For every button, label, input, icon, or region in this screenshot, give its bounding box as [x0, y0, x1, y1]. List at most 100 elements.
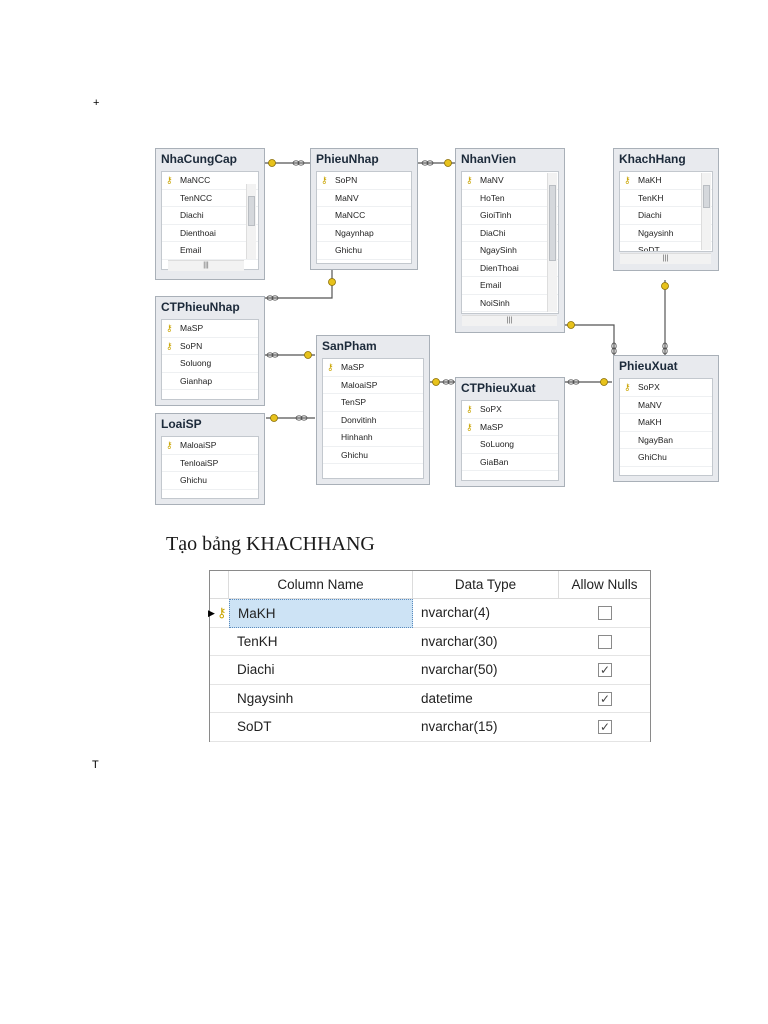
allow-nulls-checkbox[interactable]: ✓ — [598, 720, 612, 734]
column-row[interactable]: ⚷SoPX — [620, 379, 712, 397]
horizontal-scrollbar[interactable]: ||| — [168, 260, 244, 271]
primary-key-icon: ⚷ — [166, 440, 173, 450]
column-row[interactable]: TenNCC — [162, 190, 258, 207]
column-row[interactable]: DienThoai — [462, 260, 558, 277]
vertical-scrollbar[interactable] — [701, 173, 711, 250]
vertical-scrollbar[interactable] — [547, 173, 557, 312]
column-row[interactable]: CMND — [462, 312, 558, 313]
column-row[interactable]: Email — [462, 277, 558, 295]
column-row[interactable]: ⚷MaKH — [620, 172, 712, 190]
key-end-icon — [444, 159, 452, 167]
column-row[interactable]: MaloaiSP — [323, 377, 423, 394]
data-type-cell[interactable]: nvarchar(4) — [413, 599, 559, 628]
key-end-icon — [661, 282, 669, 290]
allow-nulls-checkbox[interactable]: ✓ — [598, 691, 612, 706]
rel-ctphieunhap-phieunhap — [264, 270, 333, 299]
column-label: MaSP — [341, 362, 365, 372]
data-type-cell[interactable]: datetime — [413, 685, 559, 713]
data-type-cell[interactable]: nvarchar(50) — [413, 656, 559, 685]
column-label: SoPX — [638, 382, 660, 392]
column-row[interactable]: MaKH — [620, 414, 712, 432]
column-row[interactable]: Email — [162, 242, 258, 260]
row-selector[interactable] — [210, 713, 229, 742]
column-row[interactable]: MaNV — [317, 190, 411, 207]
allow-nulls-checkbox[interactable]: ✓ — [598, 663, 612, 677]
column-label: Ngaynhap — [335, 227, 374, 238]
column-name-cell[interactable]: MaKH — [229, 599, 413, 628]
table-title: SanPham — [322, 339, 377, 353]
key-end-icon — [304, 351, 312, 359]
column-name-cell[interactable]: Ngaysinh — [229, 685, 413, 713]
column-row[interactable]: DiaChi — [462, 225, 558, 242]
column-row[interactable]: ⚷SoPX — [462, 401, 558, 419]
column-row[interactable]: ⚷MaNV — [462, 172, 558, 190]
column-row[interactable]: MaNV — [620, 397, 712, 414]
column-row[interactable]: GiaBan — [462, 454, 558, 471]
data-type-cell[interactable]: nvarchar(15) — [413, 713, 559, 742]
column-row[interactable]: ⚷MaNCC — [162, 172, 258, 190]
row-selector[interactable] — [210, 656, 229, 685]
column-label: Ghichu — [180, 475, 207, 485]
allow-nulls-checkbox[interactable] — [598, 634, 612, 649]
column-row[interactable]: TenloaiSP — [162, 455, 258, 472]
horizontal-scrollbar[interactable]: ||| — [462, 315, 557, 326]
column-row[interactable]: Diachi — [162, 207, 258, 225]
column-row[interactable]: TenSP — [323, 394, 423, 412]
column-row[interactable]: Soluong — [162, 355, 258, 373]
column-name-cell[interactable]: Diachi — [229, 656, 413, 685]
column-row[interactable]: GhiChu — [620, 449, 712, 467]
column-row[interactable]: GioiTinh — [462, 207, 558, 225]
column-row[interactable]: NgayBan — [620, 432, 712, 449]
column-row[interactable]: Ngaynhap — [317, 225, 411, 242]
data-type-header[interactable]: Data Type — [413, 571, 559, 599]
column-row[interactable]: Ngaysinh — [620, 225, 712, 242]
column-row[interactable]: Ghichu — [317, 242, 411, 260]
column-row[interactable]: NoiSinh — [462, 295, 558, 312]
row-selector[interactable] — [210, 685, 229, 713]
column-row[interactable]: HoTen — [462, 190, 558, 207]
column-label: TenNCC — [180, 192, 213, 203]
column-row[interactable]: ⚷SoPN — [317, 172, 411, 190]
column-name-cell[interactable]: SoDT — [229, 713, 413, 742]
row-selector[interactable]: ▶⚷ — [208, 599, 229, 628]
allow-nulls-checkbox[interactable] — [598, 606, 612, 620]
column-row[interactable]: ⚷MaSP — [462, 419, 558, 436]
column-row[interactable]: NgaySinh — [462, 242, 558, 260]
vertical-scrollbar[interactable] — [246, 184, 256, 259]
primary-key-icon: ⚷ — [327, 362, 334, 372]
column-row[interactable]: ⚷MaSP — [162, 320, 258, 338]
column-row[interactable]: MaNCC — [317, 207, 411, 225]
primary-key-icon: ⚷ — [466, 404, 473, 414]
row-selector[interactable] — [210, 628, 229, 656]
column-row[interactable]: Hinhanh — [323, 429, 423, 447]
column-row[interactable]: ⚷MaloaiSP — [162, 437, 258, 455]
column-row[interactable]: SoLuong — [462, 436, 558, 454]
data-type-cell[interactable]: nvarchar(30) — [413, 628, 559, 656]
column-row[interactable]: ⚷ MaSP — [323, 359, 423, 377]
column-row[interactable]: Dienthoai — [162, 225, 258, 242]
column-row[interactable]: Diachi — [620, 207, 712, 225]
horizontal-scrollbar[interactable]: ||| — [620, 253, 711, 264]
column-row[interactable]: SoDT — [620, 242, 712, 251]
column-row[interactable]: Ghichu — [162, 472, 258, 490]
column-row[interactable]: Gianhap — [162, 373, 258, 390]
primary-key-icon: ⚷ — [466, 175, 473, 185]
column-label: MaSP — [180, 323, 204, 333]
column-name-header[interactable]: Column Name — [229, 571, 413, 599]
allow-nulls-header[interactable]: Allow Nulls — [559, 571, 650, 599]
column-row[interactable]: Ghichu — [323, 447, 423, 464]
column-row[interactable]: TenKH — [620, 190, 712, 207]
column-name-cell[interactable]: TenKH — [229, 628, 413, 656]
column-row[interactable]: Donvitinh — [323, 412, 423, 429]
column-row[interactable]: ⚷SoPN — [162, 338, 258, 355]
